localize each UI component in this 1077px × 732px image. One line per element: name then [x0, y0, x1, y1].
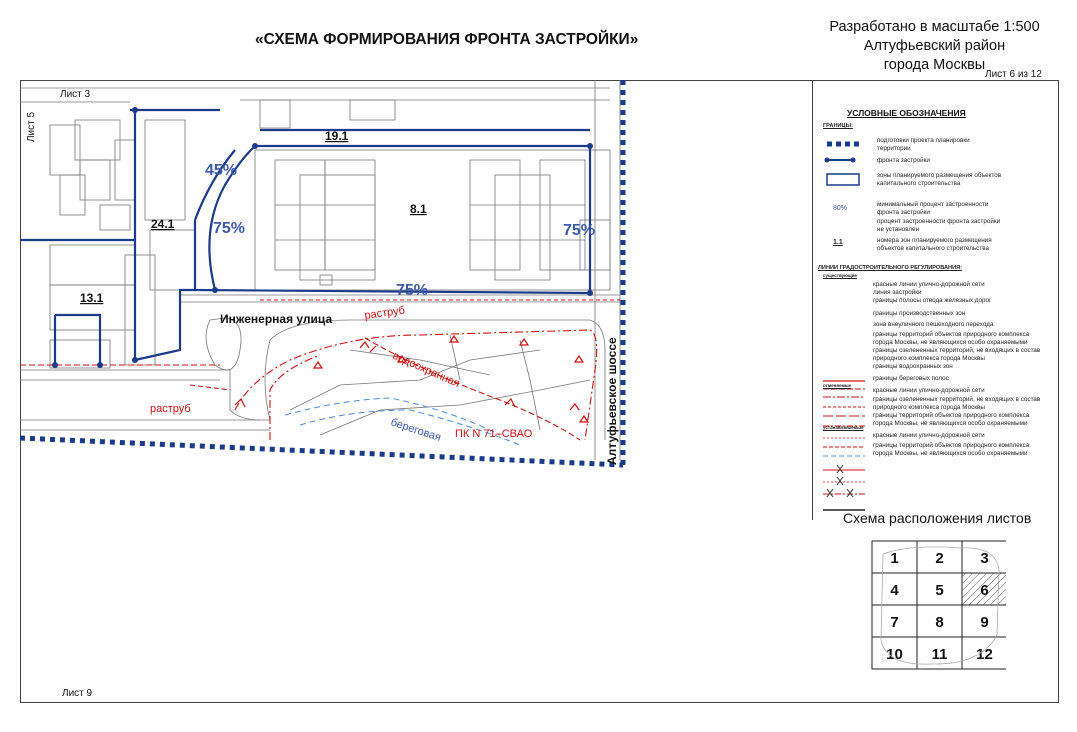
- neighbor-left: Лист 5: [26, 111, 37, 142]
- planning-boundary: [20, 80, 626, 468]
- percent-75-bottom: 75%: [396, 282, 428, 299]
- legend-cancel-red-lines: красные линии улично-дорожной сети: [873, 387, 985, 394]
- scale-text: Разработано в масштабе 1:500: [829, 19, 1040, 35]
- percent-75-right: 75%: [563, 222, 595, 239]
- legend-cancelled: отменяемые: [823, 383, 852, 388]
- scheme-label-3: 3: [980, 550, 988, 567]
- label-pk: ПК N 71–СВАО: [455, 428, 533, 440]
- scheme-label-11: 11: [932, 646, 948, 663]
- label-rastrub-2: раструб: [150, 403, 191, 415]
- page-title: «СХЕМА ФОРМИРОВАНИЯ ФРОНТА ЗАСТРОЙКИ»: [255, 31, 639, 48]
- legend-symbols: [823, 141, 865, 511]
- drawing-frame: [20, 80, 1059, 703]
- legend-greenery: границы озелененных территорий, не входя…: [873, 347, 1041, 362]
- zone-label-24-1: 24.1: [151, 217, 175, 231]
- scheme-district-outline: [880, 546, 1000, 665]
- district-text: Алтуфьевский район: [863, 38, 1006, 54]
- legend-natural-complex: границы территорий объектов природного к…: [873, 331, 1030, 346]
- zone-label-8-1: 8.1: [410, 202, 427, 216]
- legend-red-lines: красные линии улично-дорожной сети: [873, 281, 985, 288]
- legend-existing: существующие: [823, 273, 858, 278]
- scheme-label-9: 9: [980, 614, 988, 631]
- scheme-title: Схема расположения листов: [843, 510, 1032, 526]
- legend-est-red-lines: красные линии улично-дорожной сети: [873, 432, 985, 439]
- scheme-label-2: 2: [935, 550, 943, 567]
- sheet-number: Лист 6 из 12: [985, 69, 1042, 80]
- label-rastrub-1: раструб: [364, 304, 406, 322]
- label-beregovaya: береговая: [389, 416, 442, 444]
- front-dots: [52, 107, 593, 368]
- legend-title: УСЛОВНЫЕ ОБОЗНАЧЕНИЯ: [847, 108, 966, 118]
- header-info: Разработано в масштабе 1:500 Алтуфьевски…: [812, 18, 1057, 75]
- legend-zone-number-sample: 1.1: [833, 239, 843, 246]
- legend-est-natural: границы территорий объектов природного к…: [873, 442, 1030, 457]
- legend-zone-number: номера зон планируемого размещения объек…: [877, 237, 992, 252]
- legend-cancel-natural: границы территорий объектов природного к…: [873, 412, 1030, 427]
- legend-water-protection: границы водоохранных зон: [873, 363, 953, 370]
- legend-production: границы производственных зон: [873, 310, 966, 317]
- legend-railway: границы полосы отвода железных дорог: [873, 297, 992, 304]
- base-map: [20, 80, 621, 460]
- legend-build-line: линия застройки: [873, 289, 922, 296]
- label-vodoohrannaya: водоохранная: [391, 350, 462, 390]
- zone-label-13-1: 13.1: [80, 291, 104, 305]
- map-canvas[interactable]: 19.1 24.1 8.1 13.1 45% 75% 75% 75% Инжен…: [20, 80, 812, 520]
- scheme-label-10: 10: [886, 646, 903, 663]
- legend-reg-lines-title: ЛИНИИ ГРАДОСТРОИТЕЛЬНОГО РЕГУЛИРОВАНИЯ:: [818, 265, 963, 271]
- scheme-label-12: 12: [976, 646, 993, 663]
- legend-zones: зоны планируемого размещения объектов ка…: [877, 172, 1002, 187]
- percent-45: 45%: [205, 162, 237, 179]
- zone-label-19-1: 19.1: [325, 129, 349, 143]
- legend-min-percent-sample: 80%: [833, 205, 848, 212]
- legend-panel: УСЛОВНЫЕ ОБОЗНАЧЕНИЯ ГРАНИЦЫ: подготовки…: [812, 80, 1060, 520]
- street-altufevskoe: Алтуфьевское шоссе: [605, 337, 619, 465]
- legend-min-percent: минимальный процент застроенности фронта…: [877, 201, 989, 216]
- scheme-label-7: 7: [890, 614, 898, 631]
- street-ingenernaya: Инженерная улица: [220, 312, 332, 326]
- legend-established: устанавливаемые: [823, 425, 864, 430]
- percent-75-left: 75%: [213, 220, 245, 237]
- scheme-cell-12: [961, 636, 1006, 670]
- neighbor-top: Лист 3: [60, 89, 91, 100]
- red-lines: [20, 299, 620, 441]
- water-lines: [284, 397, 521, 446]
- legend-crossing: зона внеуличного пешеходного перехода: [873, 321, 994, 328]
- scheme-label-5: 5: [935, 582, 943, 599]
- legend-group-borders: ГРАНИЦЫ:: [823, 123, 853, 129]
- scheme-label-6: 6: [980, 582, 988, 599]
- scheme-label-8: 8: [935, 614, 943, 631]
- legend-coastal: границы береговых полос: [873, 375, 949, 382]
- neighbor-bottom: Лист 9: [62, 688, 93, 699]
- legend-cancel-greenery: границы озелененных территорий, не входя…: [873, 396, 1041, 411]
- city-text: города Москвы: [883, 57, 986, 73]
- legend-percent-not-set: процент застроенности фронта застройки н…: [877, 218, 1001, 233]
- scheme-label-4: 4: [890, 582, 899, 599]
- red-markers: [234, 334, 590, 423]
- legend-building-front: фронта застройки: [877, 157, 930, 164]
- building-front: [20, 108, 592, 365]
- legend-planning-territory: подготовки проекта планировки территории: [877, 137, 970, 152]
- scheme-label-1: 1: [890, 550, 898, 567]
